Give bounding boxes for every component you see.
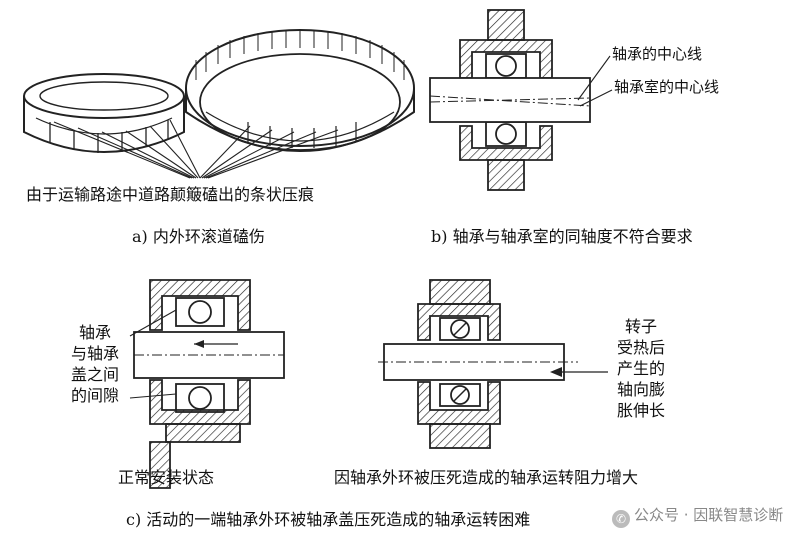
- wechat-icon: ✆: [612, 510, 630, 528]
- gap-label-line: 的间隙: [70, 386, 119, 405]
- bearing-centerline-label: 轴承的中心线: [612, 45, 703, 63]
- thermal-label-line: 产生的: [616, 359, 665, 378]
- expansion-arrow: [550, 367, 608, 377]
- panel-b-drawing: [429, 9, 591, 191]
- caption-a: a) 内外环滚道磕伤: [132, 227, 265, 246]
- gap-leader-lines: [129, 309, 177, 399]
- inner-ring-drawing: [23, 73, 185, 153]
- dent-leader-lines: [53, 119, 339, 179]
- outer-ring-drawing: [185, 29, 415, 152]
- caption-b: b) 轴承与轴承室的同轴度不符合要求: [431, 227, 693, 246]
- gap-label-line: 与轴承: [70, 344, 119, 363]
- thermal-label-line: 轴向膨: [616, 380, 665, 399]
- thermal-label-line: 受热后: [616, 338, 665, 357]
- thermal-label-line: 转子: [624, 317, 657, 336]
- gap-label-line: 轴承: [78, 323, 111, 342]
- housing-centerline-label: 轴承室的中心线: [614, 78, 720, 96]
- watermark: ✆公众号 · 因联智慧诊断: [612, 504, 783, 528]
- pressed-ring-label: 因轴承外环被压死造成的轴承运转阻力增大: [334, 468, 639, 487]
- dent-callout: 由于运输路途中道路颠簸磕出的条状压痕: [26, 185, 315, 204]
- gap-label: 轴承 与轴承 盖之间 的间隙: [60, 322, 130, 406]
- watermark-text: 公众号 · 因联智慧诊断: [634, 506, 784, 524]
- normal-install-label: 正常安装状态: [118, 468, 215, 487]
- panel-c-right-drawing: [378, 279, 578, 449]
- thermal-label-line: 胀伸长: [616, 401, 665, 420]
- gap-label-line: 盖之间: [70, 365, 119, 384]
- panel-c-left-drawing: [133, 279, 285, 489]
- caption-c: c) 活动的一端轴承外环被轴承盖压死造成的轴承运转困难: [126, 510, 531, 529]
- thermal-expansion-label: 转子 受热后 产生的 轴向膨 胀伸长: [606, 316, 676, 421]
- panel-b-leader-lines: [577, 55, 613, 107]
